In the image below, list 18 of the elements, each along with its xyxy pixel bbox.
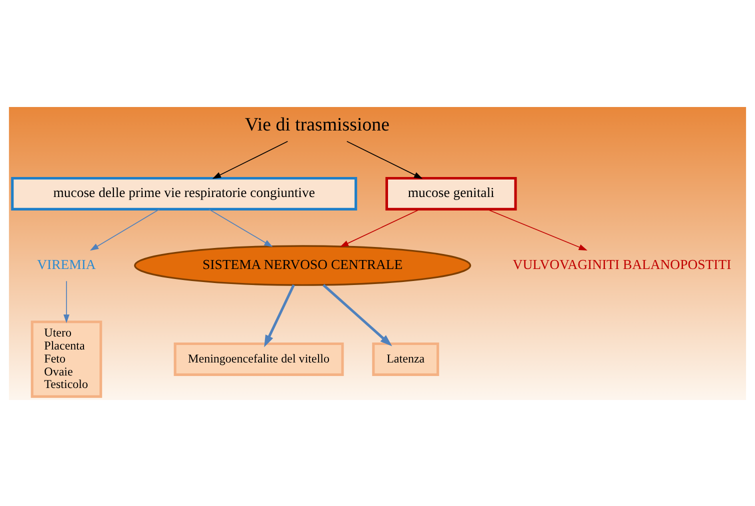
node-text: VULVOVAGINITI BALANOPOSTITI <box>512 256 732 272</box>
node-text: VIREMIA <box>37 256 96 272</box>
node-text: Vie di trasmissione <box>244 114 390 136</box>
arrow <box>212 140 288 178</box>
arrow <box>486 208 588 250</box>
node-box: Meningoencefalite del vitello <box>174 342 344 376</box>
arrow <box>90 208 160 250</box>
node-box: mucose delle prime vie respiratorie congiuntive <box>11 176 358 210</box>
node-box: Utero Placenta Feto Ovaie Testicolo <box>30 320 102 398</box>
arrow <box>346 140 423 178</box>
node-box: mucose genitali <box>385 176 517 210</box>
arrow <box>264 284 295 347</box>
arrow <box>63 280 70 323</box>
node-ellipse: SISTEMA NERVOSO CENTRALE <box>134 244 472 286</box>
arrow <box>340 208 420 247</box>
arrow <box>208 208 273 247</box>
node-box: Latenza <box>372 342 440 376</box>
arrow <box>322 284 392 346</box>
